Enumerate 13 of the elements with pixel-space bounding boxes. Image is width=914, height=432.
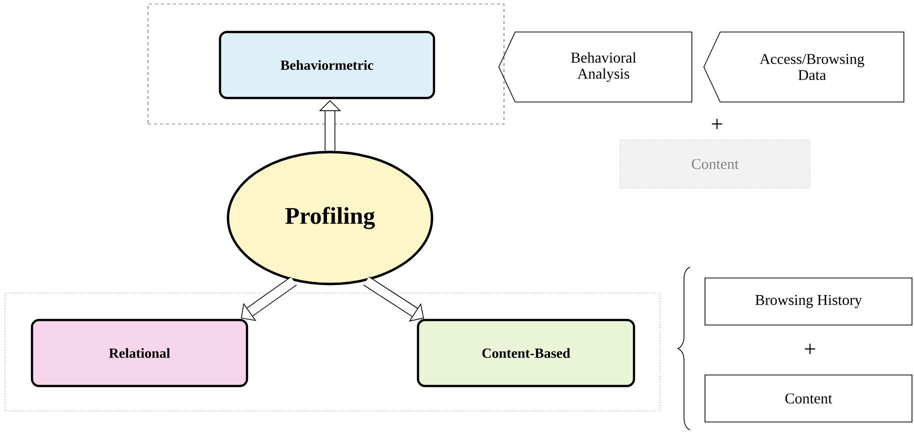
- group-frame: [4, 292, 660, 412]
- data-box: Content: [704, 374, 912, 422]
- block-arrow: [240, 276, 297, 321]
- plus-sign: +: [804, 344, 816, 354]
- group-frame: [148, 4, 504, 124]
- category-box: Relational: [30, 318, 248, 388]
- data-box: Browsing History: [704, 278, 912, 326]
- category-box: Behaviormetric: [218, 30, 436, 100]
- category-box: Content-Based: [416, 318, 636, 388]
- plus-sign: +: [712, 118, 722, 130]
- chevron-box: Access/Browsing Data: [703, 32, 904, 102]
- chevron-box: Behavioral Analysis: [498, 32, 692, 102]
- data-box: Content: [620, 140, 810, 188]
